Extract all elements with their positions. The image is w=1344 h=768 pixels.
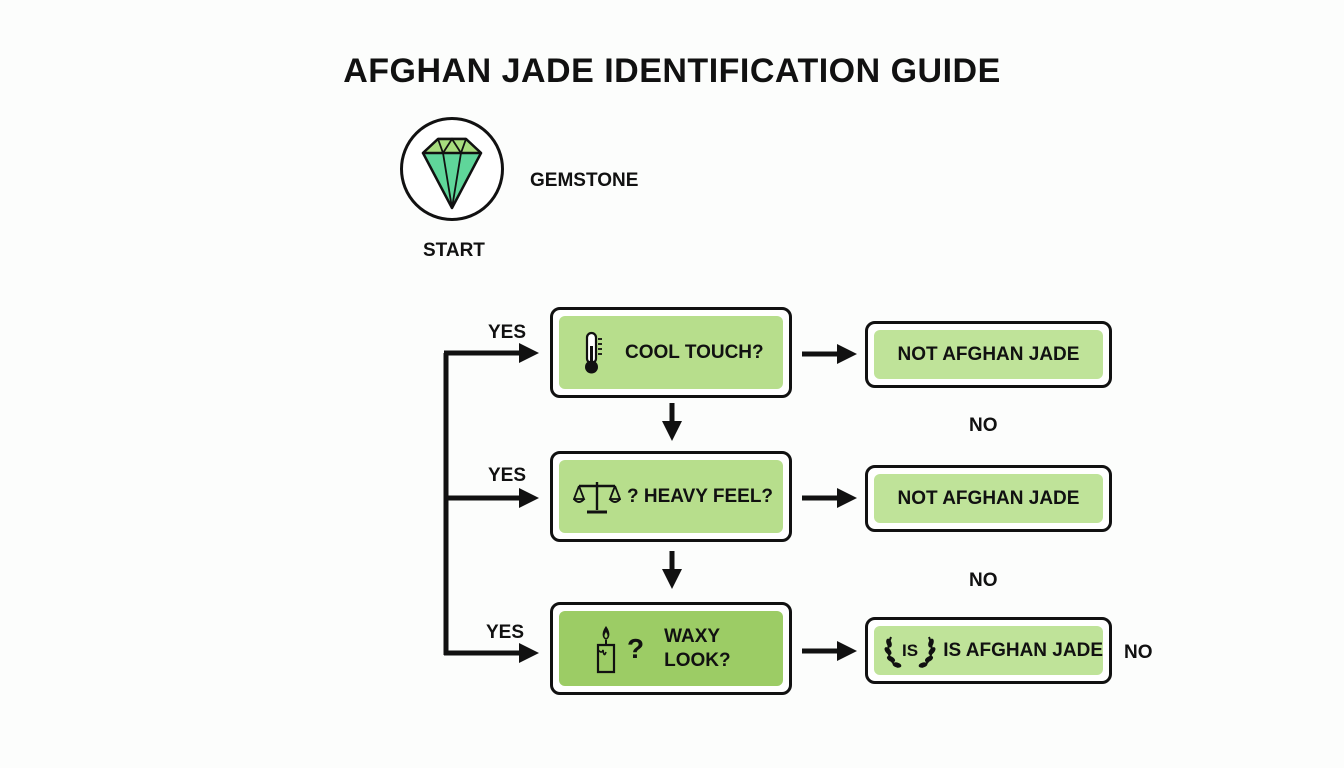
question-prefix-waxy-look: ?: [627, 632, 645, 664]
balance-scale-icon: [573, 481, 621, 513]
start-caption: GEMSTONE: [530, 170, 639, 191]
question-text-heavy-feel: ? HEAVY FEEL?: [627, 485, 774, 507]
candle-icon: [596, 625, 616, 673]
question-text-waxy-look: WAXY LOOK?: [664, 625, 731, 671]
laurel-badge: IS: [884, 631, 936, 671]
question-text-cool-touch: COOL TOUCH?: [625, 341, 764, 363]
yes-label-2: YES: [488, 465, 527, 486]
result-text-2: NOT AFGHAN JADE: [897, 487, 1080, 509]
question-box-waxy-look: ? WAXY LOOK?: [550, 602, 792, 695]
thermometer-icon: [585, 331, 602, 373]
result-text-1: NOT AFGHAN JADE: [897, 343, 1080, 365]
result-box-2: NOT AFGHAN JADE: [865, 465, 1112, 532]
result-text-3: IS AFGHAN JADE: [943, 639, 1103, 661]
no-label-1: NO: [969, 415, 998, 436]
question-box-cool-touch: COOL TOUCH?: [550, 307, 792, 398]
page-title: AFGHAN JADE IDENTIFICATION GUIDE: [343, 52, 1001, 90]
yes-label-1: YES: [488, 322, 527, 343]
no-label-3: NO: [1124, 642, 1153, 663]
question-box-heavy-feel: ? HEAVY FEEL?: [550, 451, 792, 542]
start-label: START: [423, 240, 485, 261]
yes-label-3: YES: [486, 622, 525, 643]
laurel-badge-text: IS: [901, 640, 919, 660]
laurel-wreath-icon: [884, 636, 936, 668]
gem-icon: [421, 137, 483, 210]
start-node: [400, 117, 504, 221]
result-box-1: NOT AFGHAN JADE: [865, 321, 1112, 388]
result-box-3: IS IS AFGHAN JADE: [865, 617, 1112, 684]
no-label-2: NO: [969, 570, 998, 591]
